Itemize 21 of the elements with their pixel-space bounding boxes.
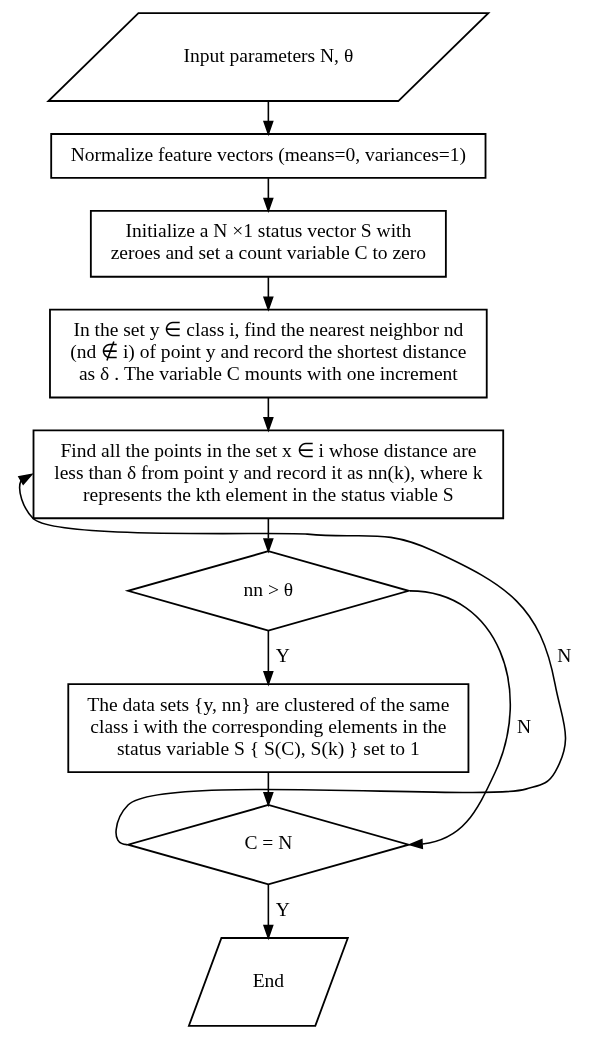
node-diamond: nn > θ xyxy=(124,550,412,632)
arrow xyxy=(406,590,511,850)
arrow xyxy=(262,396,274,433)
edge-label: Y xyxy=(275,645,289,666)
node-box: In the set y ∈ class i, find the nearest neighbor nd (nd ∉ i) of point y and record the shortest distance as δ . The variable C mounts with one increment xyxy=(48,308,488,399)
arrow xyxy=(262,629,274,687)
node-box: Normalize feature vectors (means=0, variances=1) xyxy=(49,133,486,179)
edge-label: N xyxy=(556,645,571,666)
node-box: Find all the points in the set x ∈ i whose distance are less than δ from point y and record it as nn(k), where k represents the kth element in the status viable S xyxy=(32,429,504,520)
node-box: The data sets {y, nn} are clustered of the same class i with the corresponding elements in the status variable S { S(C), S(k) } set to 1 xyxy=(66,683,469,773)
arrow xyxy=(262,276,274,312)
arrow xyxy=(262,883,274,941)
edge-label: Y xyxy=(275,898,289,920)
edge-label: N xyxy=(516,715,531,737)
node-diamond: C = N xyxy=(124,804,412,886)
arrow xyxy=(262,177,274,214)
arrow xyxy=(262,771,274,808)
arrow xyxy=(17,473,566,846)
arrow xyxy=(262,100,274,137)
arrow xyxy=(262,517,274,554)
node-box: Initialize a N ×1 status vector S with zeroes and set a count variable C to zero xyxy=(89,209,447,278)
